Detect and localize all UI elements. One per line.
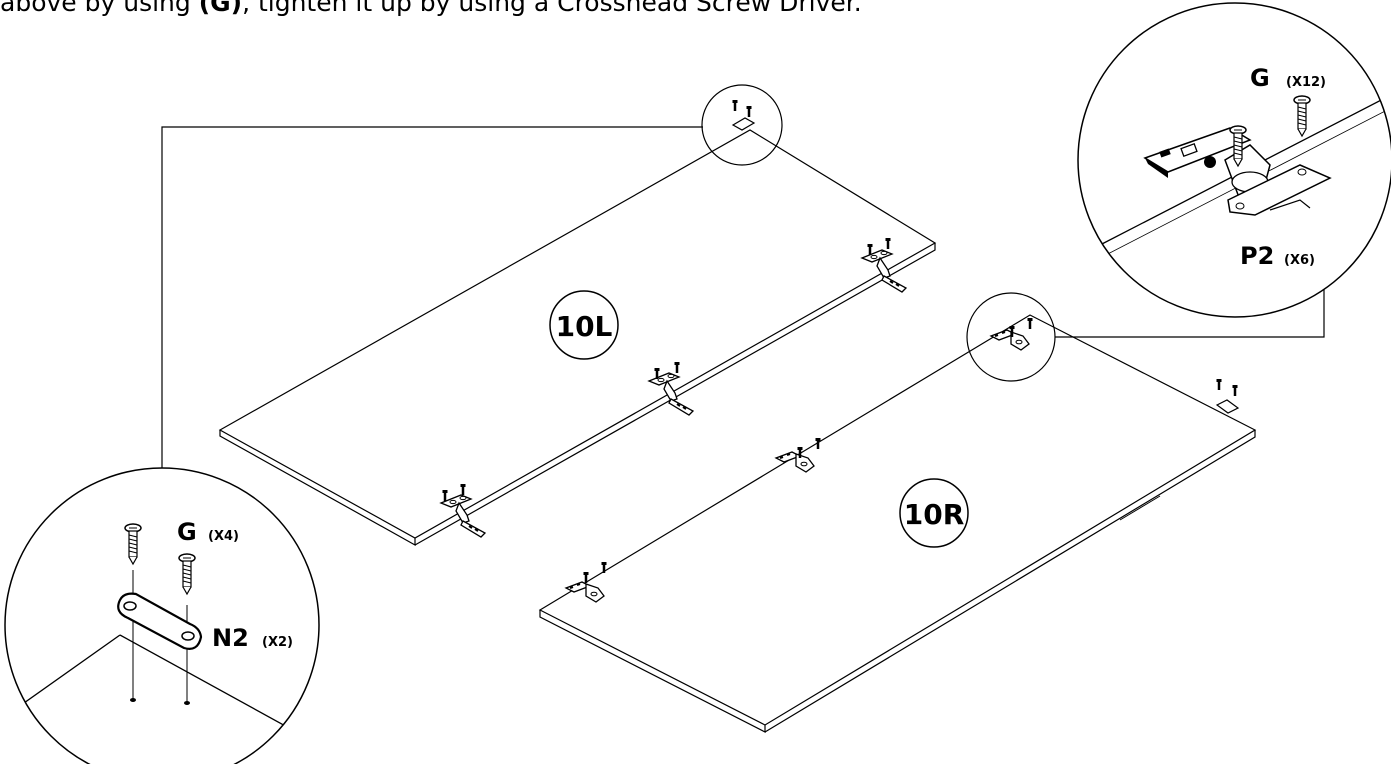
instruction-rest: , tighten it up by using a Crosshead Scr… <box>242 0 862 17</box>
panel-10l-text: 10L <box>556 310 613 343</box>
leader-line-right <box>1055 285 1325 338</box>
detail-right-hinge-qty: (X6) <box>1284 253 1315 268</box>
panel-10l-label: 10L <box>549 290 619 360</box>
detail-left-screw-label: G <box>177 518 197 546</box>
panel-10r-text: 10R <box>904 498 965 531</box>
detail-left-plate-label: N2 <box>212 624 249 652</box>
panel-10r-label: 10R <box>899 478 969 548</box>
instruction-text: above by using (G), tighten it up by usi… <box>0 0 1391 28</box>
detail-circle-right: G (X12) P2 (X6) <box>1077 2 1391 318</box>
detail-left-plate-qty: (X2) <box>262 635 293 650</box>
plate-10l <box>731 98 756 131</box>
panel-10r <box>538 314 1257 733</box>
zoom-circle-top <box>701 84 783 166</box>
leader-line-left <box>161 126 703 468</box>
detail-right-screw-qty: (X12) <box>1286 75 1326 90</box>
detail-left-screw-qty: (X4) <box>208 529 239 544</box>
detail-right-screw-label: G <box>1250 64 1270 92</box>
instruction-lead: above by using <box>0 0 199 17</box>
plate-10r <box>1215 377 1240 414</box>
instruction-part: (G) <box>198 0 243 17</box>
detail-right-hinge-label: P2 <box>1240 242 1274 270</box>
detail-circle-left: G (X4) N2 (X2) <box>4 467 320 764</box>
